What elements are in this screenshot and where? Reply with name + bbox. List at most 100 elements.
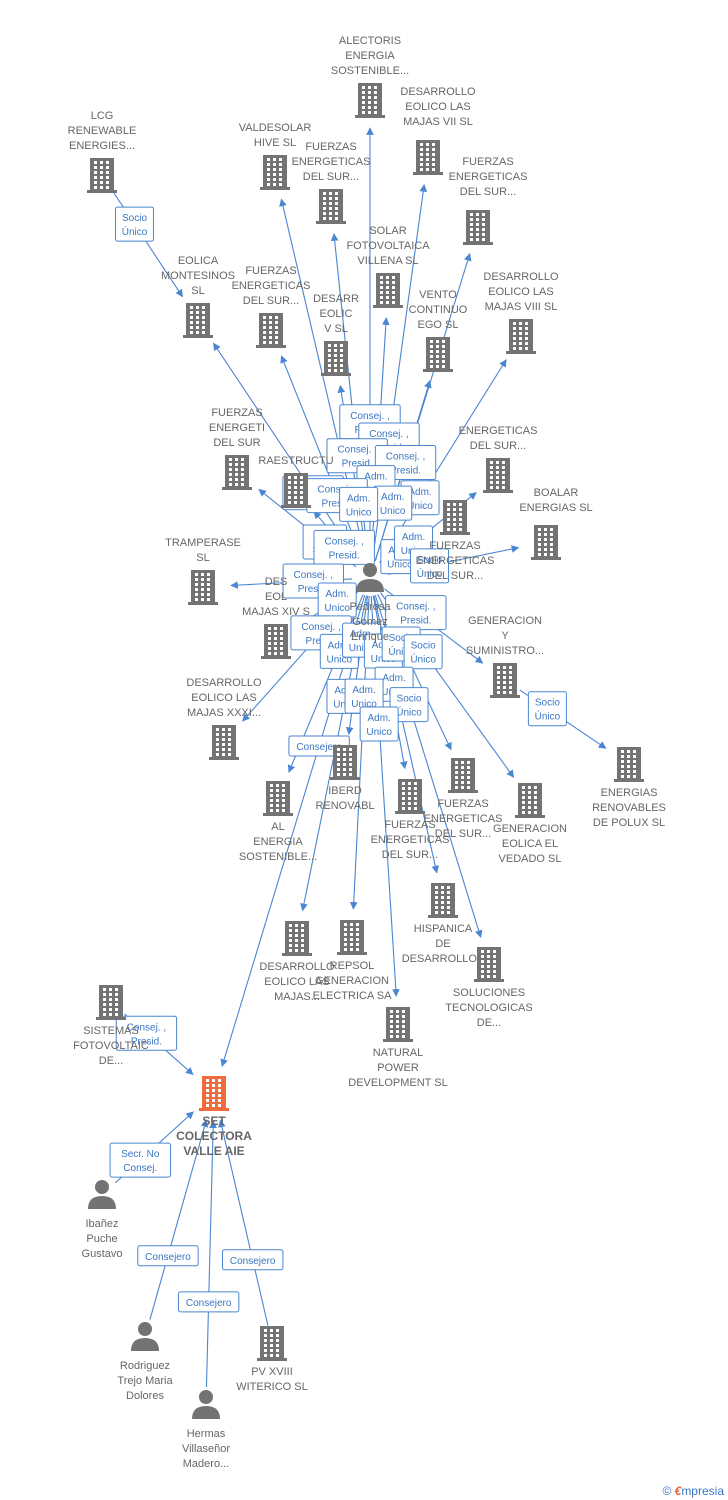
node-label: RAESTRUCTU <box>258 455 333 467</box>
role-badge[interactable]: Adm.Unico <box>339 486 379 522</box>
role-badge[interactable]: Consejero <box>177 1291 240 1313</box>
role-badge-box <box>403 634 443 670</box>
person-icon <box>356 563 384 592</box>
role-badge-text: Adm. <box>326 589 349 600</box>
role-badge-text: Adm. <box>364 472 387 483</box>
copyright-icon: © <box>662 1484 672 1498</box>
role-badge[interactable]: Consej. ,Presid. <box>115 1015 178 1051</box>
node-soluciones[interactable]: SOLUCIONESTECNOLOGICASDE... <box>445 947 533 1029</box>
building-icon <box>490 663 520 698</box>
role-badge[interactable]: Consej. ,Presid. <box>385 595 447 631</box>
node-generacion[interactable]: GENERACIONYSUMINISTRO... <box>466 615 544 698</box>
role-badge-box <box>339 486 379 522</box>
node-lcg[interactable]: LCGRENEWABLEENERGIES... <box>68 110 137 193</box>
node-label: EOLICO LAS <box>264 976 329 988</box>
role-badge-text: Presid. <box>298 584 329 595</box>
empresia-footer[interactable]: © €mpresia <box>662 1484 724 1498</box>
node-label: Ibañez <box>85 1218 118 1230</box>
role-badge-text: Unico <box>327 654 353 665</box>
role-badge[interactable]: Adm.Unico <box>344 678 384 714</box>
node-label: HISPANICA <box>414 923 473 935</box>
role-badge-text: Consej. , <box>369 429 408 440</box>
node-label: EOLICO LAS <box>488 286 553 298</box>
node-infra[interactable]: RAESTRUCTU <box>258 455 334 508</box>
node-label: GENERACION <box>493 823 567 835</box>
role-badge-text: Consejero <box>186 1298 232 1309</box>
node-label: VALDESOLAR <box>239 122 312 134</box>
role-badge-text: Presid. <box>342 459 373 470</box>
role-badge-text: Adm. <box>328 640 351 651</box>
node-label: VILLENA SL <box>357 255 418 267</box>
node-sistemas[interactable]: SISTEMASFOTOVOLTAICDE... <box>73 985 149 1067</box>
node-label: MAJAS XIV S <box>242 606 310 618</box>
building-icon <box>337 920 367 955</box>
role-badge-text: Presid. <box>322 499 353 510</box>
building-icon <box>257 1326 287 1361</box>
role-badge[interactable]: Consej. ,Presid. <box>313 529 375 565</box>
building-icon <box>373 273 403 308</box>
node-alectoris1[interactable]: ALECTORISENERGIASOSTENIBLE... <box>331 35 409 118</box>
node-label: Villaseñor <box>182 1443 230 1455</box>
role-badge-text: Consej. , <box>301 622 340 633</box>
node-label: TECNOLOGICAS <box>445 1002 532 1014</box>
building-icon <box>440 500 470 535</box>
role-badge-text: Único <box>396 706 422 719</box>
role-badge[interactable]: Consejero <box>221 1249 284 1271</box>
role-badge-text: Unico <box>407 501 433 512</box>
node-hermas[interactable]: HermasVillaseñorMadero... <box>182 1390 230 1470</box>
node-label: SOSTENIBLE... <box>331 65 409 77</box>
node-label: Gomez <box>352 616 387 628</box>
role-badge-box <box>115 1015 178 1051</box>
node-label: FUERZAS <box>384 819 435 831</box>
role-badge-text: Adm. <box>347 493 370 504</box>
role-badge[interactable]: Adm.Unico <box>373 485 413 521</box>
role-badge[interactable]: Consejero <box>137 1245 199 1267</box>
node-label: ENERGIES... <box>69 140 135 152</box>
role-badge-text: Consej. , <box>324 536 363 547</box>
role-badge-box <box>177 1291 240 1313</box>
node-alectoris2[interactable]: ALENERGIASOSTENIBLE... <box>239 781 317 863</box>
building-icon <box>423 337 453 372</box>
node-label: PV XVIII <box>251 1366 293 1378</box>
role-badge-text: Consejero <box>296 742 342 753</box>
role-badge[interactable]: Adm.Unico <box>359 706 399 742</box>
node-label: Dolores <box>126 1390 164 1402</box>
